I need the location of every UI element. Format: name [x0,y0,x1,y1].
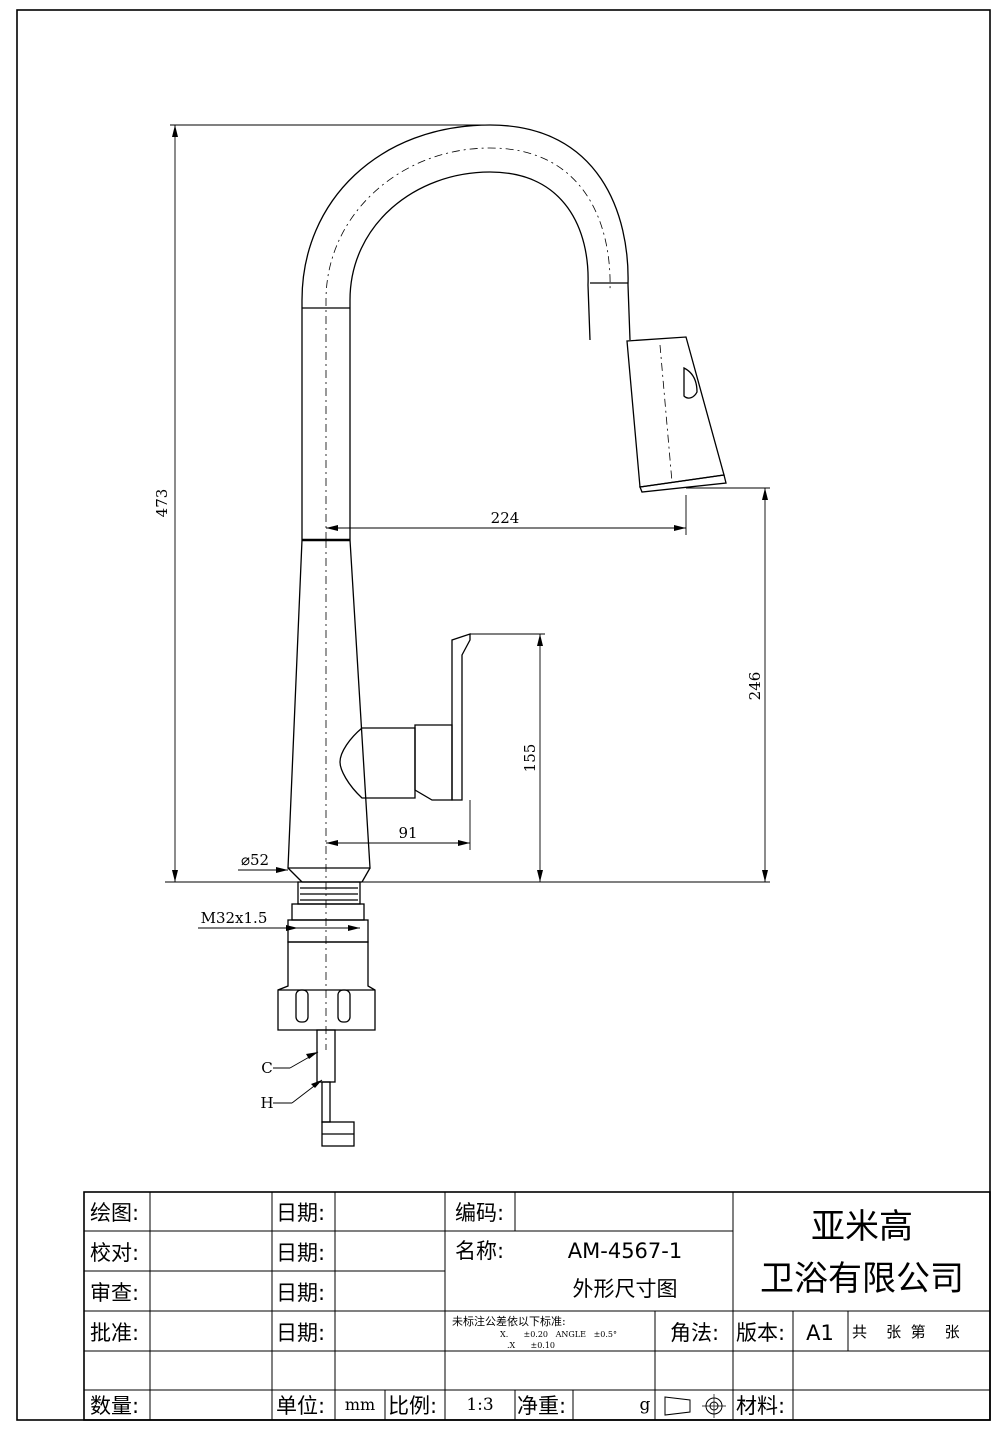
title-block [83,1191,991,1421]
date-label-3: 日期: [276,1281,325,1305]
name-label: 名称: [455,1239,504,1263]
company-name-line-2: 卫浴有限公司 [760,1259,964,1299]
unit-value: mm [345,1395,375,1414]
label-cold: C [261,1059,272,1077]
label-hot: H [260,1094,273,1112]
quantity-label: 数量: [90,1394,139,1418]
projection-symbol [664,1396,691,1416]
supply-hose-cold [316,1029,336,1083]
sheet-count: 共 张 第 张 [852,1323,960,1341]
mounting-nut [277,941,376,1031]
spout-inner-curve [349,171,591,540]
model-number: AM-4567-1 [568,1239,682,1263]
version-label: 版本: [736,1321,785,1345]
dim-total-height: 473 [153,489,171,518]
projection-label: 角法: [670,1321,719,1345]
material-label: 材料: [736,1394,785,1418]
checked-by-label: 校对: [90,1241,139,1265]
faucet-outline [277,124,727,1147]
date-label-4: 日期: [276,1321,325,1345]
spray-head [626,336,725,488]
mounting-thread [297,881,361,905]
scale-value: 1:3 [466,1395,493,1415]
spout-outer-curve [301,124,631,540]
date-label-2: 日期: [276,1241,325,1265]
reviewed-by-label: 审查: [90,1281,139,1305]
handle-lever [451,633,471,801]
dim-handle-reach: 91 [398,824,417,842]
date-label-1: 日期: [276,1201,325,1225]
tolerance-line-1: X. ±0.20 ANGLE ±0.5° [500,1330,617,1339]
tolerance-line-2: .X ±0.10 [507,1341,555,1350]
code-label: 编码: [455,1201,504,1225]
dimension-lines [165,124,770,1104]
approved-by-label: 批准: [90,1321,139,1345]
dim-thread: M32x1.5 [201,909,268,927]
faucet-body [287,539,371,869]
dim-handle-height: 155 [521,744,539,773]
tolerance-title: 未标注公差依以下标准: [452,1314,566,1328]
weight-unit: g [640,1395,651,1415]
version-value: A1 [806,1321,834,1345]
unit-label: 单位: [276,1394,325,1418]
dimension-arrows [172,125,768,1088]
dim-base-diameter: ⌀52 [241,851,269,869]
drawn-by-label: 绘图: [90,1201,139,1225]
dim-spout-height: 246 [746,672,764,701]
net-weight-label: 净重: [517,1394,566,1418]
scale-label: 比例: [388,1394,437,1418]
spray-button [683,366,698,399]
drawing-name: 外形尺寸图 [573,1277,678,1301]
company-name-line-1: 亚米高 [811,1207,913,1247]
handle-hub [339,727,416,799]
dim-spout-reach: 224 [491,509,520,527]
